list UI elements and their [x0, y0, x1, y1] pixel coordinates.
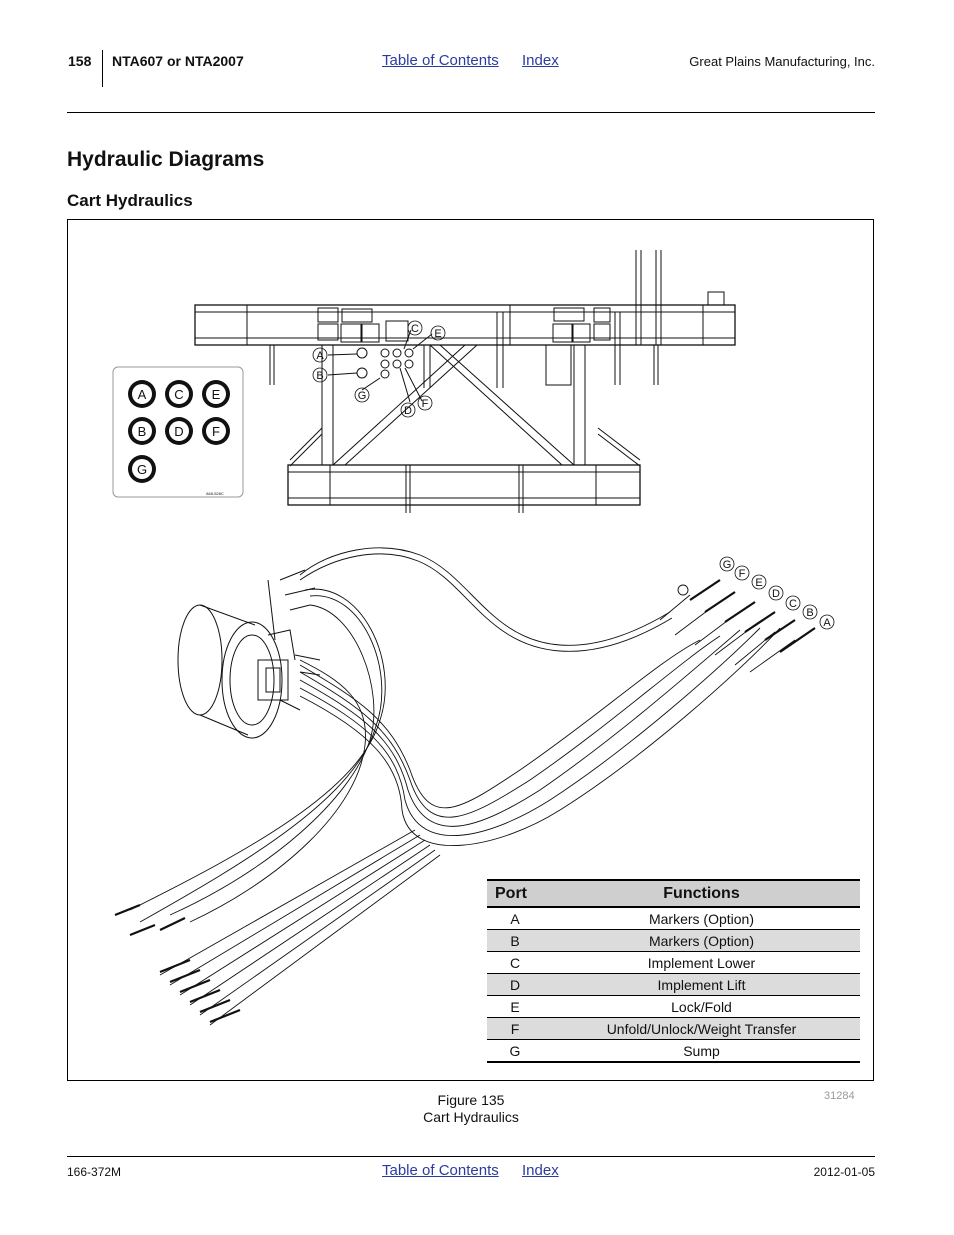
company-name: Great Plains Manufacturing, Inc.: [689, 54, 875, 69]
decal-port-c: C: [174, 387, 183, 402]
hose-callout-e: E: [755, 577, 762, 589]
function-cell: Markers (Option): [543, 907, 860, 930]
decal-port-a: A: [138, 387, 147, 402]
port-cell: A: [487, 907, 543, 930]
port-cell: C: [487, 951, 543, 974]
figure-id: 31284: [824, 1090, 855, 1102]
footer-index-link[interactable]: Index: [522, 1162, 559, 1179]
footer-toc-link[interactable]: Table of Contents: [382, 1162, 499, 1179]
frame-callout-f: F: [422, 398, 429, 410]
function-cell: Implement Lower: [543, 951, 860, 974]
port-cell: B: [487, 929, 543, 952]
function-cell: Implement Lift: [543, 973, 860, 996]
decal-port-g: G: [137, 462, 147, 477]
figure-title: Cart Hydraulics: [423, 1109, 519, 1125]
decal-port-f: F: [212, 424, 220, 439]
frame-callout-g: G: [358, 390, 367, 402]
table-row: A Markers (Option): [487, 907, 860, 930]
header-rule: [67, 112, 875, 113]
figure-frame: [67, 219, 874, 1081]
header-index-link[interactable]: Index: [522, 52, 559, 69]
table-row: D Implement Lift: [487, 973, 860, 996]
function-cell: Lock/Fold: [543, 995, 860, 1018]
hose-callout-b: B: [806, 607, 813, 619]
port-cell: F: [487, 1017, 543, 1040]
table-row: F Unfold/Unlock/Weight Transfer: [487, 1017, 860, 1040]
table-row: B Markers (Option): [487, 929, 860, 952]
hose-callout-d: D: [772, 588, 780, 600]
hydraulic-hoses: [114, 547, 816, 1026]
port-decal: A C E B D F G 848-528C: [112, 366, 244, 498]
function-cell: Unfold/Unlock/Weight Transfer: [543, 1017, 860, 1040]
figure-number: Figure 135: [437, 1092, 505, 1108]
frame-callout-d: D: [404, 405, 412, 417]
hose-callout-g: G: [723, 559, 732, 571]
port-cell: G: [487, 1039, 543, 1063]
table-row: E Lock/Fold: [487, 995, 860, 1018]
table-row: G Sump: [487, 1039, 860, 1063]
frame-callout-c: C: [411, 323, 419, 335]
doc-number: 166-372M: [67, 1165, 122, 1179]
header-toc-link[interactable]: Table of Contents: [382, 52, 499, 69]
hose-callout-c: C: [789, 598, 797, 610]
table-row: C Implement Lower: [487, 951, 860, 974]
ports-table: Port Functions A Markers (Option) B Mark…: [487, 879, 860, 1063]
subsection-title: Cart Hydraulics: [67, 191, 193, 210]
frame-callout-e: E: [434, 328, 441, 340]
decal-port-b: B: [138, 424, 147, 439]
frame-callout-b: B: [316, 370, 323, 382]
hose-callout-a: A: [823, 617, 831, 629]
port-cell: E: [487, 995, 543, 1018]
frame-drawing: [194, 250, 736, 513]
table-header-functions: Functions: [543, 879, 860, 908]
port-cell: D: [487, 973, 543, 996]
pump-assembly: [177, 569, 321, 739]
decal-code: 848-528C: [206, 491, 224, 496]
figure-caption: Figure 135 Cart Hydraulics: [0, 1092, 942, 1126]
model-name: NTA607 or NTA2007: [112, 53, 244, 69]
header-divider: [102, 50, 103, 87]
function-cell: Sump: [543, 1039, 860, 1063]
function-cell: Markers (Option): [543, 929, 860, 952]
hose-callouts: [719, 556, 835, 630]
section-title: Hydraulic Diagrams: [67, 148, 265, 171]
frame-callout-a: A: [316, 350, 324, 362]
doc-date: 2012-01-05: [813, 1165, 875, 1179]
hose-callout-f: F: [739, 568, 746, 580]
table-header-port: Port: [487, 879, 543, 908]
page-number: 158: [68, 53, 92, 69]
frame-callouts: [312, 320, 446, 418]
decal-port-d: D: [174, 424, 183, 439]
decal-port-e: E: [212, 387, 221, 402]
footer-rule: [67, 1156, 875, 1157]
